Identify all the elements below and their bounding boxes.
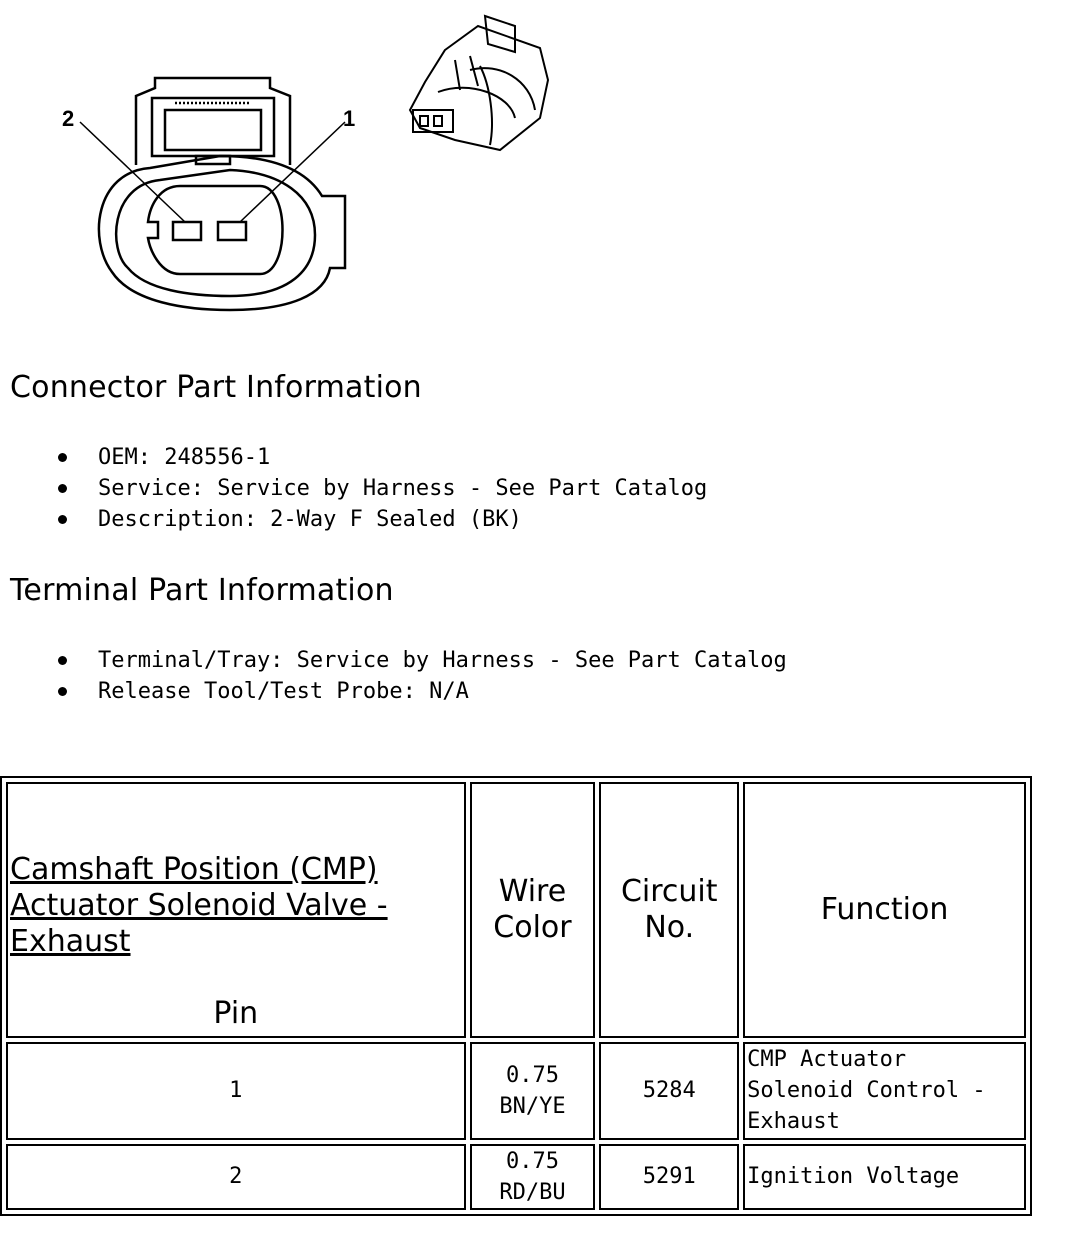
bullet-icon bbox=[58, 515, 67, 524]
connector-diagram: 2 1 bbox=[62, 14, 550, 312]
function-cell: Ignition Voltage bbox=[743, 1143, 1026, 1210]
terminal-info-list: Terminal/Tray: Service by Harness - See … bbox=[58, 645, 787, 707]
circuit-cell: 5284 bbox=[599, 1042, 740, 1140]
component-name-link[interactable]: Camshaft Position (CMP) Actuator Solenoi… bbox=[10, 852, 388, 959]
list-item: Release Tool/Test Probe: N/A bbox=[58, 676, 787, 707]
wire-color: RD/BU bbox=[499, 1179, 566, 1205]
function-cell: CMP Actuator Solenoid Control - Exhaust bbox=[743, 1042, 1026, 1140]
bullet-icon bbox=[58, 484, 67, 493]
connector-info-list: OEM: 248556-1 Service: Service by Harnes… bbox=[58, 442, 707, 535]
pin-cell: 1 bbox=[6, 1042, 466, 1140]
pin-header-label: Pin bbox=[213, 996, 259, 1031]
pin-2-callout: 2 bbox=[62, 106, 74, 131]
wire-color-cell: 0.75 BN/YE bbox=[469, 1042, 596, 1140]
list-item: Terminal/Tray: Service by Harness - See … bbox=[58, 645, 787, 676]
terminal-section-title: Terminal Part Information bbox=[10, 573, 394, 608]
wire-gauge: 0.75 bbox=[505, 1062, 559, 1088]
circuit-cell: 5291 bbox=[599, 1143, 740, 1210]
wire-gauge: 0.75 bbox=[505, 1148, 559, 1174]
list-item: OEM: 248556-1 bbox=[58, 442, 707, 473]
pin-1-callout: 1 bbox=[343, 106, 355, 131]
wire-color-header: Wire Color bbox=[469, 782, 596, 1038]
bullet-icon bbox=[58, 453, 67, 462]
wire-color-cell: 0.75 RD/BU bbox=[469, 1143, 596, 1210]
pinout-table: Camshaft Position (CMP) Actuator Solenoi… bbox=[0, 776, 1032, 1216]
bullet-icon bbox=[58, 687, 67, 696]
function-header: Function bbox=[743, 782, 1026, 1038]
bullet-icon bbox=[58, 656, 67, 665]
wire-color: BN/YE bbox=[499, 1093, 566, 1119]
pin-column-header: Camshaft Position (CMP) Actuator Solenoi… bbox=[6, 782, 466, 1038]
circuit-header: Circuit No. bbox=[599, 782, 740, 1038]
table-row: 1 0.75 BN/YE 5284 CMP Actuator Solenoid … bbox=[6, 1042, 1026, 1140]
connector-outline bbox=[97, 154, 347, 312]
list-item: Description: 2-Way F Sealed (BK) bbox=[58, 504, 707, 535]
list-item: Service: Service by Harness - See Part C… bbox=[58, 473, 707, 504]
connector-3d-view bbox=[408, 14, 550, 152]
pin-cell: 2 bbox=[6, 1143, 466, 1210]
connector-section-title: Connector Part Information bbox=[10, 370, 422, 405]
table-row: 2 0.75 RD/BU 5291 Ignition Voltage bbox=[6, 1143, 1026, 1210]
